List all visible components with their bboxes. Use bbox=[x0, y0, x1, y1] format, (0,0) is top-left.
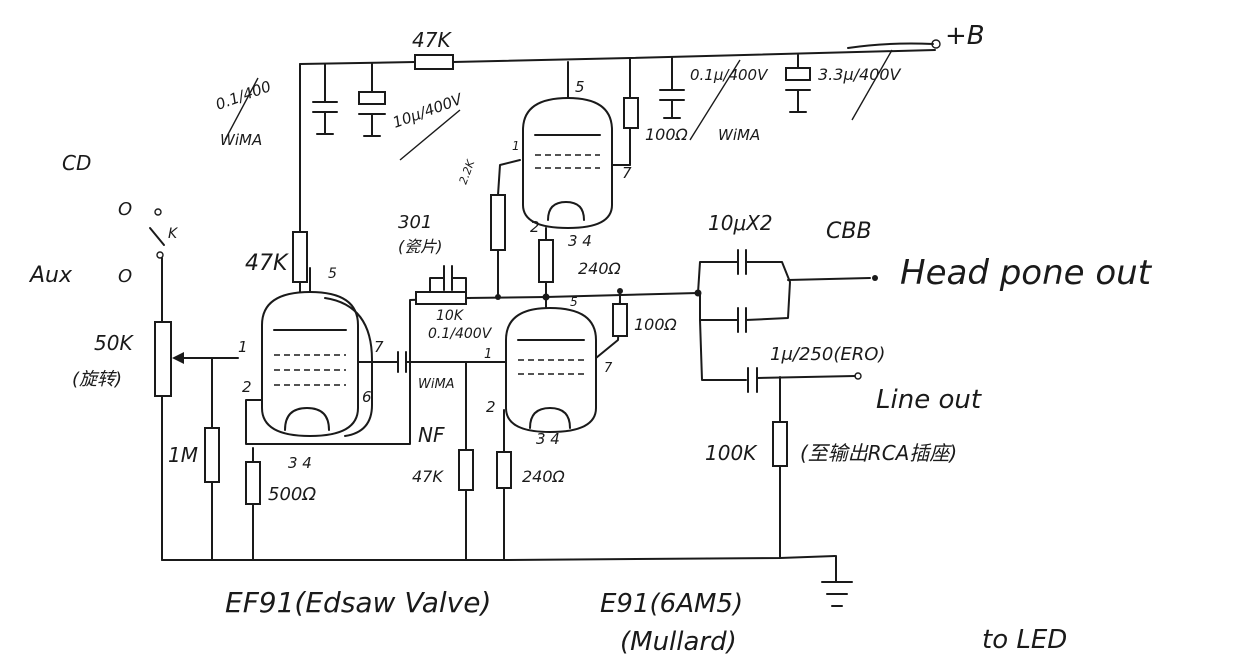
slash-d bbox=[851, 49, 893, 121]
pin7-ef91: 7 bbox=[374, 338, 384, 356]
r-100-top-label: 100Ω bbox=[645, 125, 689, 144]
pin1-b: 1 bbox=[484, 347, 492, 362]
cap-01-400-wima-a bbox=[312, 63, 338, 135]
mullard-caption: (Mullard) bbox=[620, 627, 737, 657]
b-plus-label: +B bbox=[945, 21, 985, 51]
pins34-ef91: 3 4 bbox=[288, 454, 312, 472]
output-caps bbox=[694, 249, 878, 423]
cap-wima-c-label: WiMA bbox=[418, 377, 455, 392]
cap-01u-400v-b-label: 0.1μ/400V bbox=[690, 66, 769, 84]
pins34-b: 3 4 bbox=[536, 430, 560, 448]
r-240-top bbox=[538, 227, 554, 298]
pin5-ef91: 5 bbox=[328, 266, 337, 282]
cap-10u-400v-a bbox=[358, 63, 386, 137]
input-selector[interactable] bbox=[149, 208, 165, 323]
tube-lower bbox=[505, 296, 621, 433]
pot-50k[interactable] bbox=[154, 321, 239, 561]
r-10k bbox=[415, 279, 547, 305]
tube-ef91 bbox=[261, 267, 373, 437]
r-100-mid bbox=[495, 288, 699, 337]
cap-wima-b-label: WiMA bbox=[718, 126, 760, 144]
cap-01u-400v-b bbox=[659, 57, 685, 119]
nf-label: NF bbox=[418, 423, 445, 447]
pin1-ef91: 1 bbox=[238, 338, 248, 356]
r-10k-label: 10K bbox=[436, 308, 465, 324]
r-240-top-label: 240Ω bbox=[578, 259, 622, 278]
r-500 bbox=[245, 461, 261, 561]
pot-50k-note: (旋转) bbox=[72, 369, 122, 390]
ground-bus bbox=[161, 555, 853, 607]
o-upper: O bbox=[118, 199, 132, 220]
aux-label: Aux bbox=[28, 263, 73, 288]
pin7-b: 7 bbox=[604, 361, 613, 376]
r-100k bbox=[772, 421, 788, 559]
cap-301-label: 301 bbox=[398, 212, 432, 233]
cap-01-400-a-label: 0.1/400 bbox=[213, 77, 273, 114]
cap-01-400v-c bbox=[397, 351, 507, 373]
r-47k-left bbox=[292, 63, 308, 293]
pins34-a: 3 4 bbox=[568, 232, 592, 250]
cap-10u-400v-a-label: 10μ/400V bbox=[390, 89, 466, 131]
cap-33u-400v bbox=[785, 54, 811, 113]
slash-b bbox=[399, 109, 461, 161]
rca-note: (至输出RCA插座) bbox=[800, 441, 957, 465]
k-switch: K bbox=[168, 226, 179, 242]
cap-wima-a-label: WiMA bbox=[220, 131, 262, 149]
pin2-a: 2 bbox=[530, 218, 540, 236]
cd-label: CD bbox=[62, 151, 91, 175]
pot-50k-label: 50K bbox=[94, 331, 134, 355]
cap-33u-400v-label: 3.3μ/400V bbox=[818, 65, 902, 84]
r-240-bottom-label: 240Ω bbox=[522, 467, 566, 486]
cbb-label: CBB bbox=[826, 219, 872, 244]
line-out-label: Line out bbox=[876, 385, 982, 415]
pin7-a: 7 bbox=[622, 164, 632, 182]
tube-upper bbox=[522, 61, 631, 229]
r-100-top bbox=[623, 57, 639, 166]
cap-1u-250-label: 1μ/250(ERO) bbox=[770, 344, 885, 365]
pin6-ef91: 6 bbox=[362, 388, 372, 406]
r-100k-label: 100K bbox=[705, 441, 758, 465]
to-led-label: to LED bbox=[982, 625, 1067, 655]
slash-a bbox=[224, 77, 259, 141]
e91-caption: E91(6AM5) bbox=[600, 589, 743, 619]
cap-10u-x2-label: 10μX2 bbox=[708, 211, 773, 235]
pin1-a: 1 bbox=[512, 139, 520, 153]
pin2-b: 2 bbox=[486, 398, 496, 416]
r-500-label: 500Ω bbox=[268, 484, 316, 505]
slash-c bbox=[689, 59, 741, 141]
o-lower: O bbox=[118, 266, 132, 287]
pin5-b: 5 bbox=[570, 295, 578, 309]
cap-301-note: (瓷片) bbox=[398, 237, 443, 256]
cap-01-400v-c-label: 0.1/400V bbox=[428, 326, 493, 342]
r-1m bbox=[204, 357, 220, 561]
pin5-a: 5 bbox=[575, 78, 585, 96]
pin2-ef91: 2 bbox=[242, 378, 252, 396]
r-22k-label: 2.2K bbox=[457, 158, 478, 186]
headphone-out-label: Head pone out bbox=[900, 253, 1153, 293]
r-47k-left-label: 47K bbox=[245, 251, 289, 276]
r-240-bottom bbox=[496, 409, 512, 561]
r-47k-nf-label: 47K bbox=[412, 467, 444, 486]
ef91-caption: EF91(Edsaw Valve) bbox=[225, 586, 491, 619]
r-47k-nf bbox=[458, 361, 474, 561]
r-47k-top-label: 47K bbox=[412, 28, 452, 52]
r-1m-label: 1M bbox=[168, 443, 198, 467]
r-100-mid-label: 100Ω bbox=[634, 315, 678, 334]
r-2.2k bbox=[490, 159, 521, 298]
